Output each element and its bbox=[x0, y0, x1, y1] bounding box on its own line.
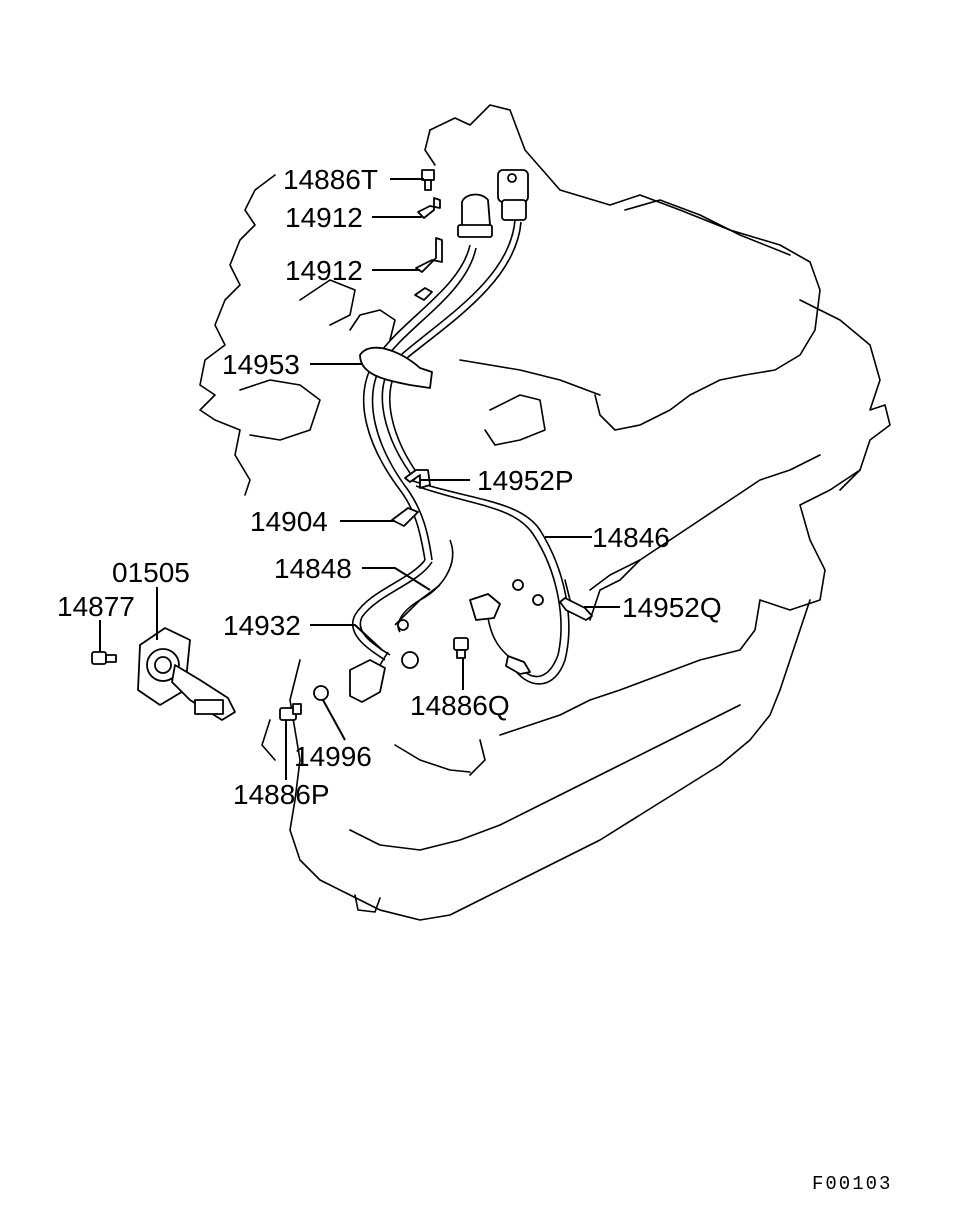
label-14953: 14953 bbox=[222, 349, 300, 380]
washer-part bbox=[313, 685, 329, 701]
label-14846: 14846 bbox=[592, 522, 670, 553]
label-14952P: 14952P bbox=[477, 465, 574, 496]
bracket-part bbox=[415, 237, 443, 273]
label-01505: 01505 bbox=[112, 557, 190, 588]
engine-outline bbox=[199, 104, 891, 921]
bolt-part bbox=[279, 703, 302, 721]
label-14912-lower: 14912 bbox=[285, 255, 363, 286]
sensor-part bbox=[469, 593, 531, 675]
leader-lines bbox=[99, 178, 620, 780]
bracket-part bbox=[417, 197, 441, 219]
label-14886P: 14886P bbox=[233, 779, 330, 810]
label-14952Q: 14952Q bbox=[622, 592, 722, 623]
bracket-part bbox=[559, 597, 593, 621]
connector-part bbox=[497, 169, 529, 221]
bolt-part bbox=[91, 651, 117, 665]
label-14996: 14996 bbox=[294, 741, 372, 772]
terminal-part bbox=[397, 619, 409, 631]
terminal-part bbox=[512, 579, 524, 591]
label-14848: 14848 bbox=[274, 553, 352, 584]
clamp-part bbox=[359, 346, 433, 389]
clip-part bbox=[391, 507, 419, 527]
label-14886T: 14886T bbox=[283, 164, 378, 195]
terminal-part bbox=[401, 651, 419, 669]
part-labels: 14886T 14912 14912 14953 14952P 14904 14… bbox=[57, 164, 722, 810]
label-14877: 14877 bbox=[57, 591, 135, 622]
label-14904: 14904 bbox=[250, 506, 328, 537]
parts bbox=[91, 169, 593, 721]
bracket-part bbox=[414, 287, 433, 301]
bracket-part bbox=[404, 469, 431, 489]
label-14886Q: 14886Q bbox=[410, 690, 510, 721]
connector-part bbox=[457, 193, 493, 238]
wiring-harness bbox=[352, 219, 570, 685]
label-14932: 14932 bbox=[223, 610, 301, 641]
sensor-part bbox=[349, 651, 389, 703]
figure-code: F00103 bbox=[812, 1173, 892, 1195]
bolt-part bbox=[453, 637, 469, 659]
bolt-part bbox=[421, 169, 435, 191]
label-14912-upper: 14912 bbox=[285, 202, 363, 233]
sensor-assembly-part bbox=[137, 627, 236, 721]
terminal-part bbox=[532, 594, 544, 606]
